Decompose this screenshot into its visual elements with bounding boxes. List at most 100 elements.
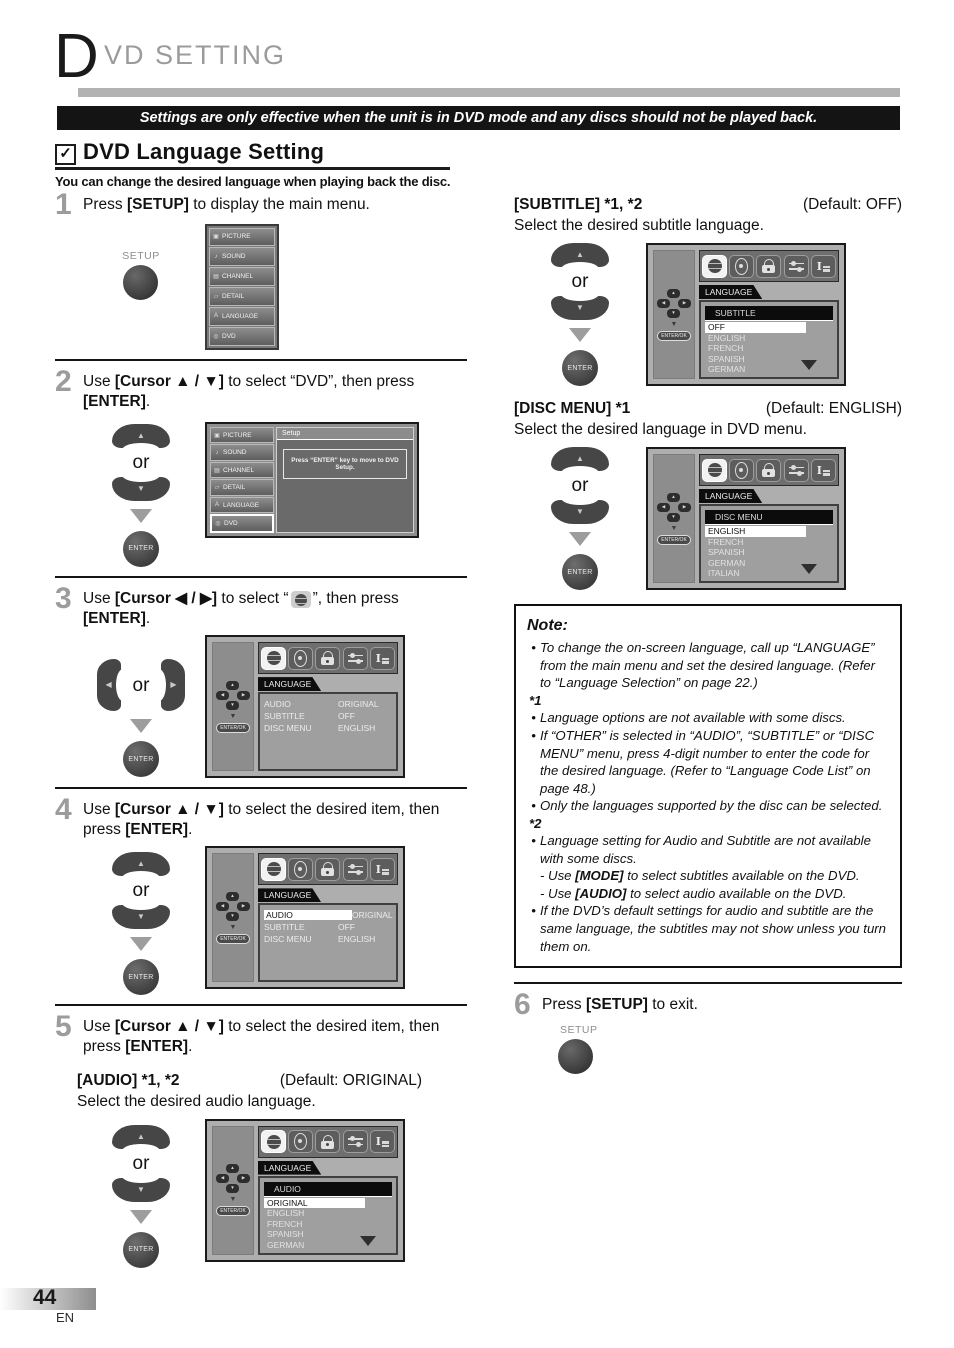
navpad-panel: ▲ ◀ ▶ ▼ ▼ ENTER/OK xyxy=(212,1125,254,1255)
enter-ok-label: ENTER/OK xyxy=(216,933,250,944)
step-number: 1 xyxy=(55,188,72,221)
list-item-selected: OFF xyxy=(705,322,806,333)
navpad-panel: ▲ ◀ ▶ ▼ ▼ ENTER/OK xyxy=(653,454,695,583)
disc-menu-row: ▲ or ▼ ENTER ▲ ◀ ▶ ▼ ▼ ENTER/OK xyxy=(514,447,902,590)
preference-sliders-icon xyxy=(783,254,809,278)
step-number: 2 xyxy=(55,364,72,398)
then-arrow-icon xyxy=(130,1209,152,1224)
cursor-cluster: ▲ or ▼ ENTER xyxy=(77,1124,205,1268)
cursor-cluster: ◀ or ▶ ENTER xyxy=(77,659,205,778)
step-number: 4 xyxy=(55,793,72,827)
step-4: 4 Use [Cursor ▲ / ▼] to select the desir… xyxy=(55,793,467,840)
detail-icon: ▱ xyxy=(214,485,220,492)
navpad-icon: ▲ ◀ ▶ ▼ xyxy=(216,891,250,921)
step-1: 1 Press [SETUP] to display the main menu… xyxy=(55,188,467,221)
setup-button-illustration: SETUP xyxy=(558,1024,902,1074)
note-box: Note: •To change the on-screen language,… xyxy=(514,604,902,969)
step-4-body: ▲ or ▼ ENTER ▲ ◀ ▶ ▼ ▼ ENTER/OK xyxy=(77,846,467,996)
or-label: or xyxy=(132,674,150,696)
dvd-language-screenshot: ▲ ◀ ▶ ▼ ▼ ENTER/OK I xyxy=(205,846,405,990)
enter-button-icon: ENTER xyxy=(123,1231,159,1268)
header-rule xyxy=(78,88,900,97)
cursor-cluster: ▲ or ▼ ENTER xyxy=(514,447,646,590)
step-3: 3 Use [Cursor ◀ / ▶] to select “”, then … xyxy=(55,581,467,629)
language-tab: LANGUAGE xyxy=(258,1160,322,1175)
or-label: or xyxy=(132,1152,150,1174)
menu-item-dvd-selected: ◎DVD xyxy=(210,514,274,533)
enter-button-icon: ENTER xyxy=(123,741,159,778)
step-number: 3 xyxy=(55,581,72,615)
setup-button-label: SETUP xyxy=(122,249,160,262)
scroll-down-icon xyxy=(360,1235,376,1246)
then-arrow-icon xyxy=(130,508,152,523)
video-info-icon: I xyxy=(810,254,836,278)
cursor-up-icon: ▲ xyxy=(112,423,170,457)
scroll-down-icon xyxy=(801,360,817,370)
setup-button-label: SETUP xyxy=(560,1023,598,1036)
then-arrow-icon xyxy=(130,937,152,952)
cursor-up-icon: ▲ xyxy=(551,447,609,480)
navpad-down-icon: ▼ xyxy=(229,712,237,720)
page-title: VD SETTING xyxy=(104,40,287,70)
cursor-up-icon: ▲ xyxy=(112,852,170,886)
cursor-down-icon: ▼ xyxy=(112,467,170,501)
language-globe-icon xyxy=(702,254,728,278)
cursor-right-icon: ▶ xyxy=(152,659,186,712)
parental-lock-icon xyxy=(756,458,782,482)
separator xyxy=(55,1004,467,1007)
disc-menu-setting-desc: Select the desired language in DVD menu. xyxy=(514,421,807,438)
language-tab: LANGUAGE xyxy=(258,888,322,903)
setup-icon-bar: I xyxy=(699,454,839,486)
separator xyxy=(55,787,467,790)
channel-icon: ▤ xyxy=(213,274,219,281)
cursor-down-icon: ▼ xyxy=(551,491,609,524)
audio-speaker-icon xyxy=(288,857,314,881)
disc-menu-list-panel: DISC MENU ENGLISH FRENCH SPANISH GERMAN … xyxy=(699,504,839,583)
separator xyxy=(514,982,902,985)
or-label: or xyxy=(132,451,150,473)
or-label: or xyxy=(132,880,150,902)
cursor-cluster: ▲ or ▼ ENTER xyxy=(514,243,646,386)
subtitle-setting-heading: [SUBTITLE] *1, *2(Default: OFF) xyxy=(514,196,902,213)
dvd-audio-list-screenshot: ▲ ◀ ▶ ▼ ▼ ENTER/OK I xyxy=(205,1118,405,1262)
audio-speaker-icon xyxy=(729,254,755,278)
page-language: EN xyxy=(56,1310,75,1325)
menu-item-picture: ▣PICTURE xyxy=(209,227,275,246)
navpad-icon: ▲ ◀ ▶ ▼ xyxy=(216,680,250,710)
setup-icon-bar: I xyxy=(258,642,398,675)
list-header: DISC MENU xyxy=(705,510,833,525)
navpad-icon: ▲ ◀ ▶ ▼ xyxy=(216,1164,250,1194)
step-5-body: ▲ or ▼ ENTER ▲ ◀ ▶ ▼ ▼ ENTER/OK xyxy=(77,1118,467,1268)
setup-screen-title: Setup xyxy=(277,427,413,440)
section-subtitle: You can change the desired language when… xyxy=(55,174,451,189)
setup-icon-bar: I xyxy=(258,853,398,886)
language-globe-icon xyxy=(261,646,287,670)
menu-item-sound: ♪SOUND xyxy=(210,444,274,461)
step-text: Use [Cursor ▲ / ▼] to select “DVD”, then… xyxy=(83,372,415,410)
language-globe-icon xyxy=(261,1130,287,1154)
setup-button-illustration: SETUP xyxy=(122,250,160,300)
channel-icon: ▤ xyxy=(214,467,220,474)
navpad-down-icon: ▼ xyxy=(229,923,237,931)
enter-button-icon: ENTER xyxy=(562,554,598,590)
video-info-icon: I xyxy=(369,646,395,670)
navpad-panel: ▲ ◀ ▶ ▼ ▼ ENTER/OK xyxy=(212,853,254,983)
setup-button-icon xyxy=(558,1038,593,1074)
preference-sliders-icon xyxy=(783,458,809,482)
enter-button-icon: ENTER xyxy=(562,350,598,386)
menu-item-detail: ▱DETAIL xyxy=(209,287,275,306)
cursor-up-icon: ▲ xyxy=(551,243,609,276)
step-number: 5 xyxy=(55,1010,72,1044)
enter-ok-label: ENTER/OK xyxy=(216,722,250,733)
navpad-panel: ▲ ◀ ▶ ▼ ▼ ENTER/OK xyxy=(653,250,695,379)
selected-item: AUDIO xyxy=(264,910,352,921)
step-6: 6 Press [SETUP] to exit. xyxy=(514,990,902,1019)
page-number-bar xyxy=(0,1288,96,1310)
step-5: 5 Use [Cursor ▲ / ▼] to select the desir… xyxy=(55,1010,467,1057)
